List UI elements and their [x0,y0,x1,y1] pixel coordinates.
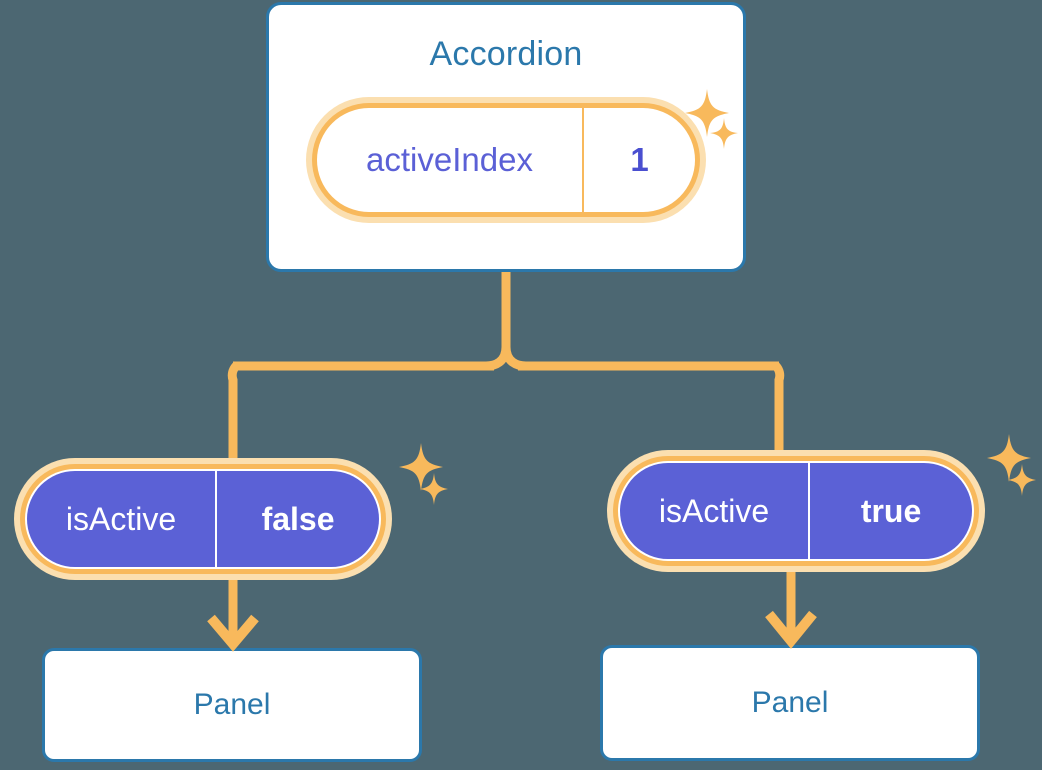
state-pill-isactive-true[interactable]: isActive true [607,450,985,572]
pill-body: isActive false [25,469,381,569]
page-title: Accordion [429,35,583,73]
pill-body: activeIndex 1 [317,108,695,212]
panel-box-right: Panel [600,645,980,761]
pill-inner: isActive false [27,471,379,567]
state-value-label: 1 [630,141,649,178]
state-key-label: activeIndex [317,108,584,212]
state-key-label: isActive [27,471,218,567]
state-pill-activeindex[interactable]: activeIndex 1 [306,97,706,223]
state-key-label: isActive [620,463,811,559]
sparkle-small-icon [1008,464,1036,496]
panel-box-left: Panel [42,648,422,762]
arrow-down-icon [207,578,259,652]
sparkle-icon [399,443,443,491]
state-value-label: true [860,492,922,529]
pill-body: isActive true [618,461,974,561]
arrow-down-icon [765,570,817,649]
state-pill-isactive-false[interactable]: isActive false [14,458,392,580]
state-value-label: false [261,500,335,537]
panel-title: Panel [751,686,829,719]
pill-ring: isActive true [613,456,979,566]
pill-ring: activeIndex 1 [312,103,700,217]
pill-ring: isActive false [20,464,386,574]
sparkle-icon [987,434,1031,482]
panel-title: Panel [193,688,271,721]
pill-inner: isActive true [620,463,972,559]
sparkle-small-icon [420,473,448,505]
